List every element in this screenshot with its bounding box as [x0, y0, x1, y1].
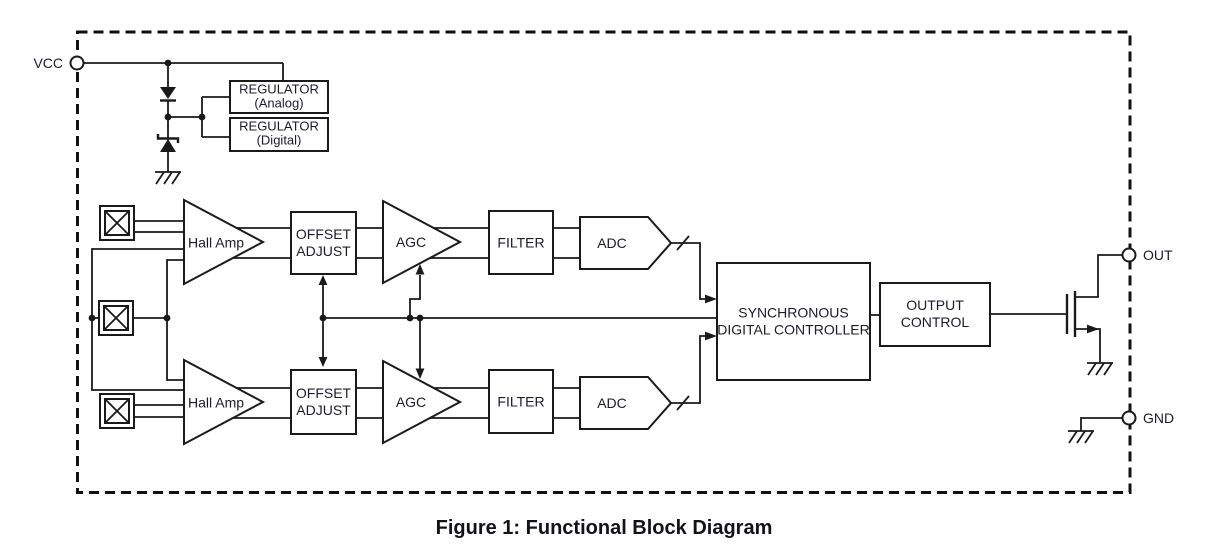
wire [409, 275, 421, 318]
arrow-down-agc-bottom [415, 368, 425, 379]
bus-slash-top [676, 235, 690, 251]
control-wires [322, 275, 717, 369]
filter-top-label: FILTER [497, 235, 544, 251]
adc-bottom-block [579, 376, 673, 430]
offset-adjust-bottom-label-2: ADJUST [296, 402, 351, 418]
offset-adjust-bottom-block [290, 369, 357, 435]
arrow-down-offset-bottom [318, 357, 328, 367]
agc-bottom-label: AGC [396, 394, 426, 410]
junction-dot [164, 113, 172, 121]
filter-bottom-label: FILTER [497, 394, 544, 410]
arrow-up-offset-top [318, 275, 328, 285]
regulator-ground-symbol [155, 171, 181, 185]
wire [1075, 328, 1101, 362]
junction-dots [88, 59, 424, 322]
mosfet-ground-symbol [1087, 362, 1113, 376]
adc-bottom-label: ADC [597, 395, 627, 411]
hall-amp-top-label: Hall Amp [188, 235, 244, 251]
output-control-label-1: OUTPUT [906, 297, 964, 313]
figure-caption: Figure 1: Functional Block Diagram [436, 517, 773, 539]
gnd-pin-label: GND [1143, 410, 1174, 426]
diode-triangle [160, 87, 176, 99]
agc-top-triangle [382, 199, 463, 285]
zener-cathode-bar [156, 134, 180, 143]
arrowheads [318, 264, 1099, 379]
wire [671, 335, 706, 404]
mosfet-symbol [1065, 291, 1077, 337]
junction-dot [319, 314, 327, 322]
offset-adjust-top-label-1: OFFSET [296, 226, 352, 242]
agc-top-label: AGC [396, 234, 426, 250]
controller-label-2: DIGITAL CONTROLLER [717, 322, 869, 338]
output-control-block [879, 282, 991, 347]
wire [671, 242, 706, 300]
arrow-into-controller-bottom [705, 331, 717, 341]
junction-dot [406, 314, 414, 322]
diode-symbol [160, 87, 176, 102]
filter-top-block [488, 210, 554, 275]
gnd-pin [1121, 410, 1137, 426]
regulator-analog-label-1: REGULATOR [239, 82, 319, 97]
regulator-digital-label-1: REGULATOR [239, 119, 319, 134]
arrow-into-controller-top [705, 294, 717, 304]
wire [1075, 254, 1122, 298]
junction-dot [163, 314, 171, 322]
junction-dot [164, 59, 172, 67]
bus-slash-bottom [676, 395, 690, 411]
regulator-analog-block [229, 80, 329, 114]
hall-element-middle [98, 300, 134, 336]
hall-amp-bottom-label: Hall Amp [188, 395, 244, 411]
sync-digital-controller-block [716, 262, 871, 381]
regulator-digital-block [229, 117, 329, 152]
hall-amp-top-triangle [183, 198, 266, 286]
junction-dot [88, 314, 96, 322]
mosfet-source-arrow [1087, 324, 1099, 334]
adc-top-label: ADC [597, 235, 627, 251]
adc-top-block [579, 216, 673, 270]
junction-dot [416, 314, 424, 322]
controller-label-1: SYNCHRONOUS [738, 305, 848, 321]
zener-triangle [160, 139, 176, 152]
vcc-pin-label: VCC [33, 55, 63, 71]
offset-adjust-top-label-2: ADJUST [296, 243, 351, 259]
vcc-pin [69, 55, 85, 71]
arrow-up-agc-top [415, 264, 425, 275]
gnd-pin-ground-symbol [1068, 430, 1094, 444]
offset-adjust-top-block [290, 211, 357, 275]
agc-bottom-triangle [382, 359, 463, 445]
offset-adjust-bottom-label-1: OFFSET [296, 385, 352, 401]
hall-amp-bottom-triangle [183, 358, 266, 446]
hall-element-bottom [99, 393, 135, 429]
output-control-label-2: CONTROL [901, 314, 970, 330]
zener-diode-symbol [156, 134, 180, 152]
out-pin [1121, 247, 1137, 263]
wire [1080, 417, 1122, 431]
filter-bottom-block [488, 369, 554, 434]
regulator-digital-label-2: (Digital) [257, 133, 302, 148]
regulator-analog-label-2: (Analog) [254, 96, 303, 111]
out-pin-label: OUT [1143, 247, 1173, 263]
hall-element-top [99, 205, 135, 241]
junction-dot [198, 113, 206, 121]
output-wires [870, 254, 1122, 431]
